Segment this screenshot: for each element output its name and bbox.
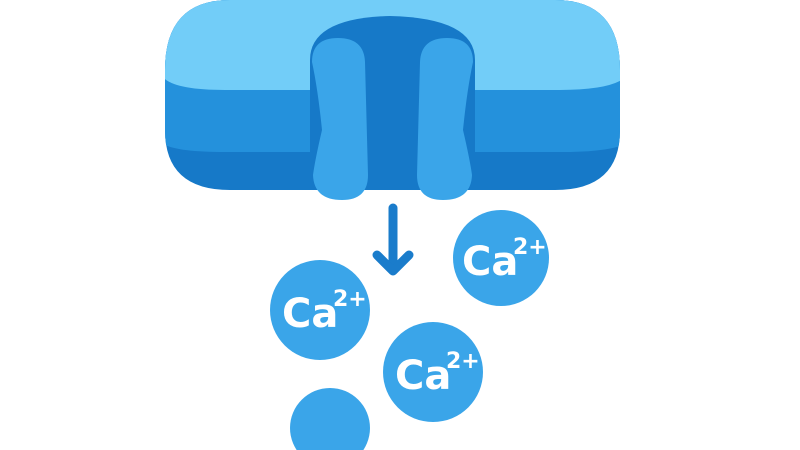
calcium-ion: Ca 2+ — [270, 260, 370, 360]
ion-symbol: Ca — [462, 239, 518, 285]
ion-charge: 2+ — [333, 287, 367, 312]
ion-charge: 2+ — [513, 235, 547, 260]
left-subunit — [312, 38, 368, 200]
membrane-channel — [165, 0, 620, 190]
ion-symbol: Ca — [282, 291, 338, 337]
ion-charge: 2+ — [446, 349, 480, 374]
ion-symbol: Ca — [395, 353, 451, 399]
calcium-ion — [290, 388, 370, 450]
right-subunit — [417, 38, 473, 200]
calcium-ion: Ca 2+ — [383, 322, 483, 422]
calcium-ion: Ca 2+ — [453, 210, 549, 306]
down-arrow-icon — [372, 203, 414, 276]
